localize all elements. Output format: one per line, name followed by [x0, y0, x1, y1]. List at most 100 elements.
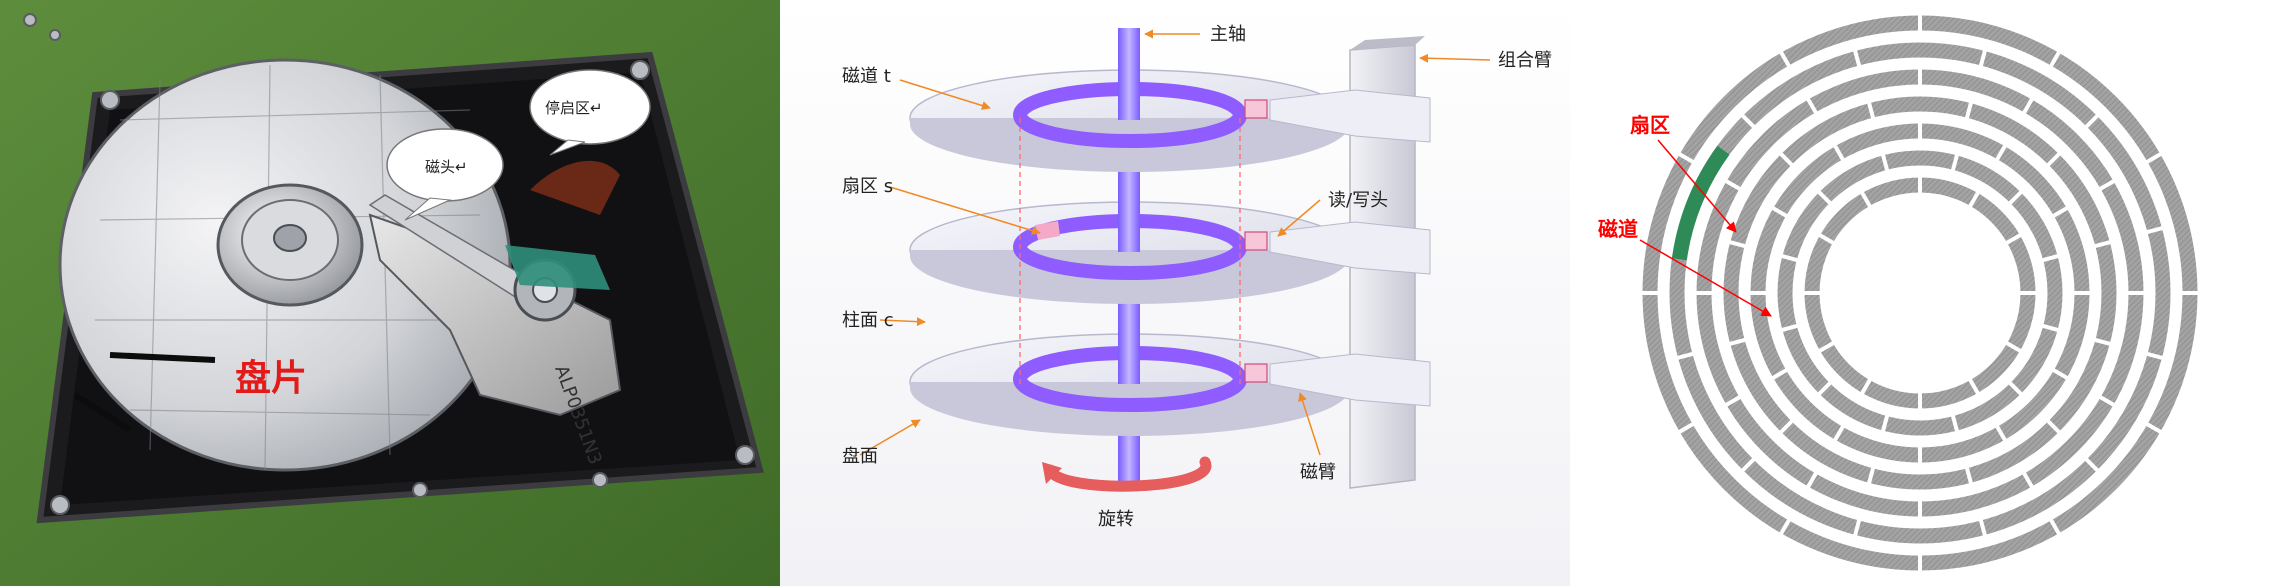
- sector-label-red: 扇区: [1630, 113, 1670, 137]
- sector-gap: [1676, 351, 1695, 361]
- sector-gap: [2022, 471, 2034, 489]
- sector-gap: [1978, 518, 1988, 537]
- platter-schematic: 扇区 磁道: [1598, 14, 2199, 572]
- sector-gap: [1968, 191, 1980, 208]
- sector-gap: [2046, 151, 2062, 167]
- disk-structure-panel: 主轴 磁道 t 组合臂 扇区 s 读/写头 柱面 c 盘面 磁臂 旋转: [780, 0, 1570, 586]
- spindle-label: 主轴: [1210, 24, 1246, 45]
- sector-gap: [2145, 351, 2164, 361]
- sector-leader: [1657, 139, 1737, 233]
- sector-gap: [1950, 414, 1960, 433]
- sector-gap: [2022, 97, 2034, 115]
- sector-gap: [1817, 381, 1832, 396]
- rw-head-label: 读/写头: [1328, 190, 1388, 211]
- sector-gap: [2008, 190, 2023, 205]
- highlighted-sector: [1671, 145, 1730, 261]
- sector-gap: [2098, 179, 2116, 191]
- rotation-label: 旋转: [1098, 509, 1134, 530]
- sector-gap: [2084, 113, 2100, 129]
- track-leader: [1639, 239, 1772, 317]
- sector-gap: [2005, 341, 2022, 353]
- parking-callout-text: 停启区↵: [545, 99, 603, 117]
- rw-head-middle: [1244, 231, 1268, 251]
- sector-label: 扇区 s: [842, 176, 893, 197]
- platter-schematic-panel: 扇区 磁道: [1570, 0, 2270, 586]
- sector-gap: [1740, 457, 1756, 473]
- track-label-red: 磁道: [1598, 217, 1638, 241]
- sector-gap: [1677, 422, 1695, 434]
- sector-gap: [2051, 368, 2069, 380]
- sector-gap: [1728, 337, 1747, 347]
- track-rings: [1641, 14, 2199, 572]
- sector-gap: [2098, 395, 2116, 407]
- sector-gap: [1771, 368, 1789, 380]
- sector-gap: [2145, 422, 2163, 434]
- sector-gap: [1818, 233, 1835, 245]
- spindle-center: [273, 224, 307, 252]
- sector-gap: [2084, 457, 2100, 473]
- sector-gap: [1779, 518, 1791, 536]
- hdd-photo: ALP0351N3 磁头↵ 停启区↵ 盘片: [0, 0, 780, 586]
- sector-gap: [1880, 414, 1890, 433]
- parking-callout-tail: [549, 139, 586, 156]
- cylinder-label: 柱面 c: [842, 310, 894, 331]
- sector-gap: [1728, 239, 1747, 249]
- sector-gap: [1818, 341, 1835, 353]
- sector-gap: [1964, 466, 1974, 485]
- sector-gap: [1833, 424, 1845, 442]
- platter-marks: [73, 352, 216, 433]
- surface-label: 盘面: [842, 446, 878, 467]
- sector-gap: [2005, 233, 2022, 245]
- sector-gap: [1779, 50, 1791, 68]
- sector-gap: [1778, 151, 1794, 167]
- sector-gap: [1780, 253, 1799, 263]
- sector-gap: [1817, 190, 1832, 205]
- sector-gap: [1780, 323, 1799, 333]
- arm-assembly-label: 组合臂: [1498, 50, 1552, 71]
- track-ring: [1777, 150, 2063, 436]
- sector-gap: [1740, 113, 1756, 129]
- sector-gap: [1866, 101, 1876, 120]
- sector-gap: [2093, 239, 2112, 249]
- sector-gap: [1978, 49, 1988, 68]
- sector-gap: [1860, 378, 1872, 395]
- head-callout-tail: [404, 197, 452, 221]
- sector-gap: [2046, 419, 2062, 435]
- sector-gap: [2093, 337, 2112, 347]
- sector-gap: [1852, 518, 1862, 537]
- sector-gap: [2008, 381, 2023, 396]
- sector-gap: [1833, 144, 1845, 162]
- sector-gap: [1995, 144, 2007, 162]
- sector-gap: [2145, 152, 2163, 164]
- sector-gap: [1806, 97, 1818, 115]
- sector-gap: [1995, 424, 2007, 442]
- sector-gap: [1968, 378, 1980, 395]
- parking-ramp: [530, 160, 620, 215]
- sector-gap: [2041, 253, 2060, 263]
- flex-circuit: [505, 245, 610, 290]
- platter-label: 盘片: [235, 357, 307, 399]
- head-arms: [1244, 89, 1431, 407]
- track-label: 磁道 t: [842, 66, 891, 87]
- sector-gap: [1950, 153, 1960, 172]
- sector-gap: [1724, 179, 1742, 191]
- sector-gap: [1724, 395, 1742, 407]
- sector-gap: [1806, 471, 1818, 489]
- rw-head-top: [1244, 99, 1268, 119]
- track-ring: [1804, 177, 2036, 409]
- parking-callout-bubble: [529, 69, 651, 145]
- rotation-arrowhead: [1042, 462, 1062, 484]
- sector-gap: [1866, 466, 1876, 485]
- head-callout-text: 磁头↵: [425, 158, 468, 176]
- hdd-photo-panel: ALP0351N3 磁头↵ 停启区↵ 盘片: [0, 0, 780, 586]
- sector-gap: [1880, 153, 1890, 172]
- sector-gap: [1778, 419, 1794, 435]
- sector-gap: [1677, 152, 1695, 164]
- sector-highlight: [1035, 221, 1060, 240]
- sector-gap: [1771, 206, 1789, 218]
- track-ring: [1696, 69, 2144, 517]
- disk-structure-diagram: 主轴 磁道 t 组合臂 扇区 s 读/写头 柱面 c 盘面 磁臂 旋转: [780, 0, 1570, 586]
- sector-gap: [2145, 225, 2164, 235]
- rotation-arrow: [1044, 456, 1212, 492]
- rw-head-bottom: [1244, 363, 1268, 383]
